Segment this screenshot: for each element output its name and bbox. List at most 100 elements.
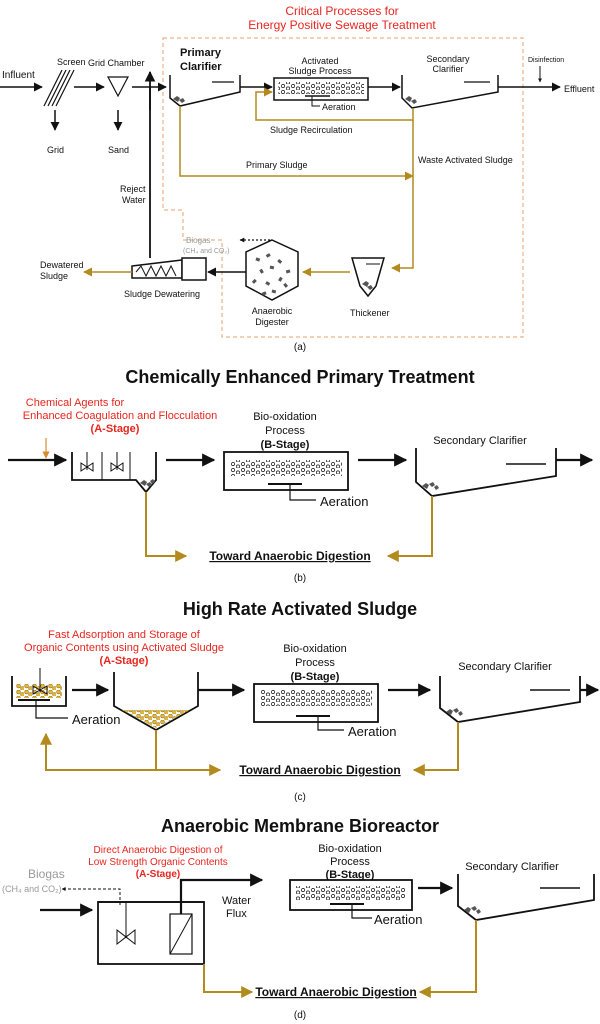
primary-sludge-line (179, 106, 414, 181)
waste-activated-sludge-line (391, 120, 414, 273)
d-bio-1: Bio-oxidation (318, 843, 382, 855)
caption-a: (a) (294, 342, 306, 353)
sludge-recirculation-label: Sludge Recirculation (270, 125, 353, 135)
d-direct-2: Low Strength Organic Contents (88, 857, 228, 868)
reject-water-label-1: Reject (120, 184, 146, 194)
c-to-ad-line (155, 730, 222, 776)
grid-label: Grid (47, 145, 64, 155)
c-fast-1: Fast Adsorption and Storage of (48, 629, 201, 641)
d-toward-ad: Toward Anaerobic Digestion (255, 985, 416, 999)
secondary-clarifier-tank-a (401, 75, 499, 109)
disinfection-label: Disinfection (528, 57, 564, 64)
c-fast-2: Organic Contents using Activated Sludge (24, 642, 224, 654)
digester-sludge-particles (251, 253, 291, 296)
b-mixer-icon (80, 452, 124, 472)
panel-d: Anaerobic Membrane Bioreactor Direct Ana… (2, 816, 595, 1021)
c-return-sludge-line (40, 732, 156, 771)
aeration-label-a: Aeration (322, 102, 356, 112)
critical-title-line1: Critical Processes for (285, 4, 398, 18)
sand-label: Sand (108, 145, 129, 155)
caption-b: (b) (294, 573, 306, 584)
critical-title-line2: Energy Positive Sewage Treatment (248, 18, 436, 32)
d-a-stage: (A-Stage) (136, 869, 180, 880)
b-secondary-sludge-line (386, 496, 433, 562)
b-agents-2: Enhanced Coagulation and Flocculation (23, 410, 217, 422)
screen-label: Screen (57, 57, 86, 67)
c-a-stage: (A-Stage) (100, 655, 149, 667)
b-bio-1: Bio-oxidation (253, 411, 317, 423)
b-cept-tank (71, 452, 157, 494)
screen-icon (43, 69, 75, 107)
d-water-1: Water (222, 895, 251, 907)
c-aeration-left: Aeration (72, 712, 120, 727)
b-b-stage: (B-Stage) (261, 439, 310, 451)
c-aeration-right: Aeration (348, 724, 396, 739)
primary-sludge-label: Primary Sludge (246, 160, 308, 170)
c-bio-2: Process (295, 657, 335, 669)
d-secondary-label: Secondary Clarifier (465, 861, 559, 873)
biogas-sub-a: (CH₄ and CO₂) (183, 248, 229, 255)
sludge-dewatering-screw (131, 257, 207, 281)
grid-chamber-label: Grid Chamber (88, 58, 145, 68)
influent-label: Influent (2, 70, 35, 81)
thickener-label: Thickener (350, 308, 390, 318)
biogas-label-a: Biogas (186, 236, 210, 245)
asp-label-1: Activated (301, 56, 338, 66)
d-bio-2: Process (330, 856, 370, 868)
caption-d: (d) (294, 1010, 306, 1021)
sludge-recirculation-line (255, 87, 414, 121)
b-bio-2: Process (265, 425, 305, 437)
d-anmbr-tank (97, 901, 205, 965)
secondary-label-2: Clarifier (432, 64, 463, 74)
waste-activated-sludge-label: Waste Activated Sludge (418, 155, 513, 165)
d-permeate-arrow (179, 873, 264, 914)
reject-water-label-2: Water (122, 195, 146, 205)
d-secondary-sludge-line (418, 920, 477, 998)
b-toward-ad: Toward Anaerobic Digestion (209, 549, 370, 563)
digester-label-2: Digester (255, 317, 289, 327)
d-biogas-label: Biogas (28, 867, 65, 881)
b-primary-sludge-line (145, 492, 188, 562)
d-biogas-sub: (CH₄ and CO₂) (2, 884, 62, 894)
d-mixer-icon (116, 902, 136, 946)
anaerobic-digester-tank (245, 239, 299, 301)
d-anmbr-sludge-line (203, 964, 254, 998)
dewatered-label-2: Sludge (40, 271, 68, 281)
panel-a: Critical Processes for Energy Positive S… (0, 4, 595, 353)
panel-c-title: High Rate Activated Sludge (183, 599, 417, 619)
grid-chamber-icon (107, 76, 129, 98)
c-secondary-label: Secondary Clarifier (458, 661, 552, 673)
d-direct-1: Direct Anaerobic Digestion of (94, 845, 223, 856)
d-bio-tank (289, 879, 413, 911)
d-aeration-label: Aeration (374, 912, 422, 927)
secondary-label-1: Secondary (426, 54, 470, 64)
caption-c: (c) (294, 792, 306, 803)
primary-clarifier-label-2: Clarifier (180, 61, 222, 73)
c-aeration-tank (11, 676, 67, 707)
asp-bubbles (278, 82, 364, 94)
panel-c: High Rate Activated Sludge Fast Adsorpti… (11, 599, 600, 803)
panel-b-title: Chemically Enhanced Primary Treatment (125, 367, 474, 387)
critical-processes-boundary (162, 37, 524, 338)
d-biogas-arrow (61, 887, 121, 905)
d-water-2: Flux (226, 908, 247, 920)
d-membrane-module (169, 913, 193, 955)
primary-clarifier-label-1: Primary (180, 47, 222, 59)
b-aeration-label: Aeration (320, 494, 368, 509)
c-secondary-sludge-line (412, 722, 459, 776)
d-b-stage: (B-Stage) (326, 869, 375, 881)
b-bio-tank (223, 451, 349, 491)
panel-d-title: Anaerobic Membrane Bioreactor (161, 816, 439, 836)
c-b-stage: (B-Stage) (291, 671, 340, 683)
panel-b: Chemically Enhanced Primary Treatment Ch… (8, 367, 594, 584)
sludge-dewatering-label: Sludge Dewatering (124, 289, 200, 299)
dewatered-label-1: Dewatered (40, 260, 84, 270)
b-agents-1: Chemical Agents for (26, 397, 125, 409)
primary-sludge-particles (173, 96, 185, 103)
c-bio-1: Bio-oxidation (283, 643, 347, 655)
b-secondary-label: Secondary Clarifier (433, 435, 527, 447)
b-a-stage: (A-Stage) (91, 423, 140, 435)
c-bio-tank (253, 683, 379, 723)
asp-tank (273, 77, 369, 101)
